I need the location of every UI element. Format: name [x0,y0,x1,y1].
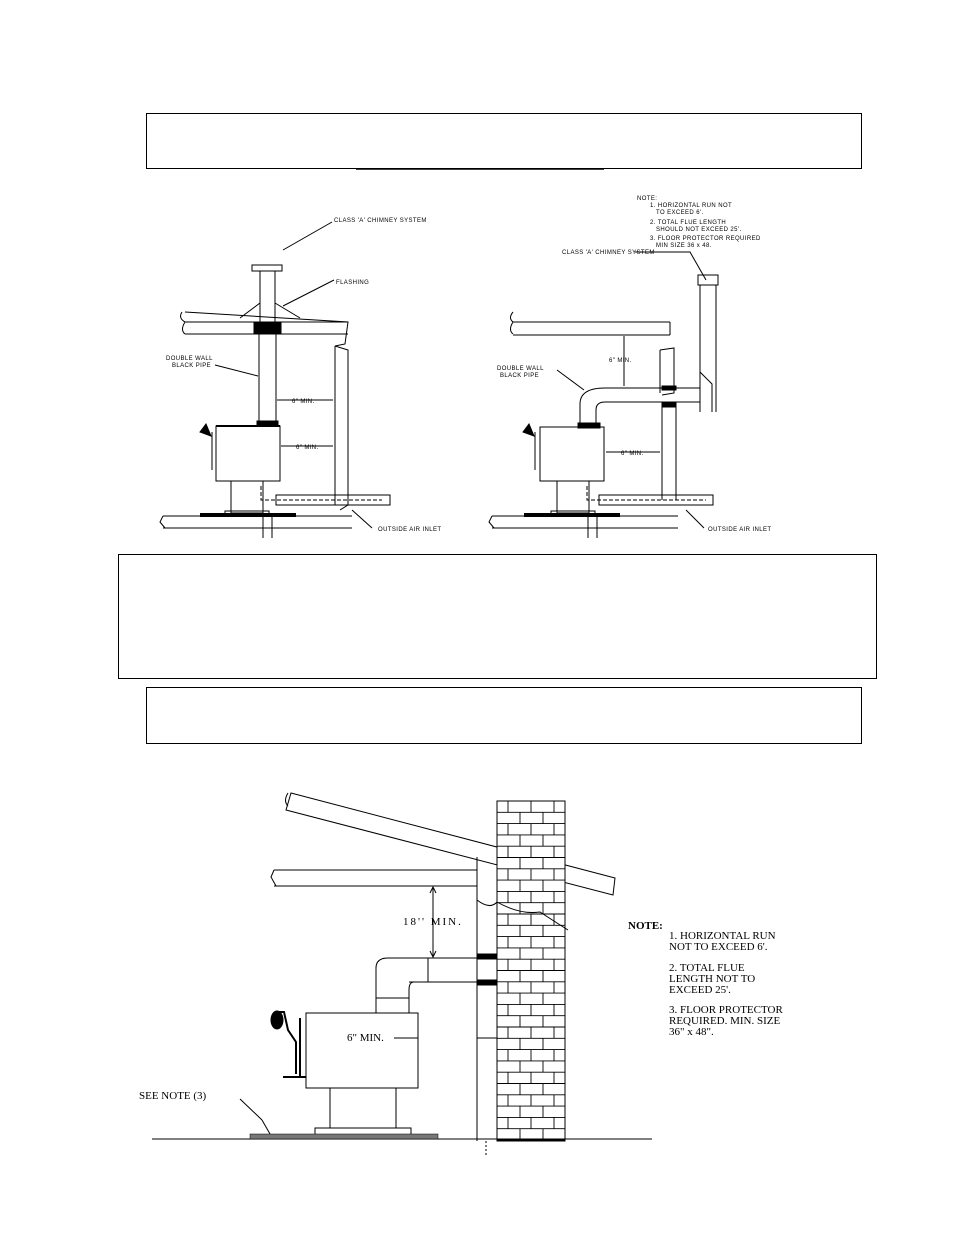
brick-courses [497,801,565,1141]
inlet-leader [351,509,373,529]
stove-body-b [539,426,605,482]
clearance-side-c: 6" MIN. [347,1032,384,1044]
outside-air-label-b: OUTSIDE AIR INLET [708,527,771,533]
stove-knob [199,423,212,437]
note-1-line1-b: 1. HORIZONTAL RUN NOT [650,203,732,209]
note-3-line2-b: MIN SIZE 36 x 48. [656,243,712,249]
floor-protector [200,513,296,517]
flashing [239,302,301,319]
note-2-line1-b: 2. TOTAL FLUE LENGTH [650,220,726,226]
note-2-line2-c: LENGTH NOT TO [669,973,755,985]
diagram-a-labels: CLASS 'A' CHIMNEY SYSTEM FLASHING DOUBLE… [166,218,441,533]
wall [334,345,349,511]
flashing-label: FLASHING [336,280,369,286]
note-heading-b: NOTE: [637,196,657,202]
note-2-line1-c: 2. TOTAL FLUE [669,962,745,974]
note-heading-c: NOTE: [628,920,663,932]
wall-b-upper [659,347,675,396]
see-note-label: SEE NOTE (3) [139,1090,207,1102]
roof [285,792,616,896]
stove-pedestal-b [556,480,590,514]
note-2-line2-b: SHOULD NOT EXCEED 25'. [656,227,742,233]
lower-heading-box [146,687,862,744]
class-a-leader-b [635,251,707,281]
elbow-inner [595,401,606,426]
exterior-chimney-cap [697,274,719,286]
stove-knob-b [522,423,535,437]
diagram-b-labels: NOTE: 1. HORIZONTAL RUN NOT TO EXCEED 6'… [497,196,771,533]
chimney-cap [251,264,283,272]
stove-body [215,425,281,482]
note-2-line3-c: EXCEED 25'. [669,984,731,996]
clearance-top-c: 18'' MIN. [403,916,463,928]
pipe-label-2: BLACK PIPE [172,363,211,369]
stove-knob-c [270,1010,284,1030]
elbow-outer-c [375,957,409,1013]
diagram-through-ceiling [159,221,391,538]
diagram-masonry-chimney [152,792,652,1155]
class-a-label-b: CLASS 'A' CHIMNEY SYSTEM [562,250,655,256]
note-1-line1-c: 1. HORIZONTAL RUN [669,930,776,942]
pipe-leader [214,364,259,377]
elbow-outer [579,387,606,426]
ceiling-break-c [270,869,277,887]
ceiling-break-b [510,311,514,335]
diagram-c-labels: 18'' MIN. 6" MIN. SEE NOTE (3) NOTE: 1. … [139,916,783,1102]
thimble-bottom [476,979,498,986]
pipe-label-1: DOUBLE WALL [166,356,213,362]
pipe-label-2-b: BLACK PIPE [500,373,539,379]
note-1-line2-b: TO EXCEED 6'. [656,210,704,216]
stove-pedestal-c [329,1087,397,1130]
air-duct [275,494,391,506]
stove-pedestal [230,480,264,514]
note-3-line3-c: 36" x 48". [669,1026,714,1038]
note-3-line1-b: 3. FLOOR PROTECTOR REQUIRED [650,236,761,242]
top-heading-box [146,113,862,169]
ceiling-firestop [253,321,282,335]
clearance-lower: 6" MIN. [296,445,319,451]
thimble-top [476,953,498,960]
stove-handle-c [276,1011,297,1074]
flashing-leader [282,279,335,307]
elbow-inner-c [408,981,415,1013]
class-a-leader [282,221,333,251]
wall-break [476,899,569,931]
pipe-leader-b [556,369,585,391]
air-duct-b [598,494,714,506]
roof-break [285,792,289,807]
class-a-label: CLASS 'A' CHIMNEY SYSTEM [334,218,427,224]
middle-text-box [118,554,877,679]
clearance-horizontal-b: 6" MIN. [621,451,644,457]
note-3-line2-c: REQUIRED. MIN. SIZE [669,1015,780,1027]
see-note-leader [239,1098,263,1121]
note-3-line1-c: 3. FLOOR PROTECTOR [669,1004,783,1016]
floor-protector-c [249,1133,439,1140]
clearance-vertical-b: 6" MIN. [609,358,632,364]
ceiling-break [180,311,186,335]
stove-body-c [305,1012,419,1089]
outside-air-label: OUTSIDE AIR INLET [378,527,441,533]
note-1-line2-c: NOT TO EXCEED 6'. [669,941,768,953]
floor-break [159,515,166,529]
ceiling-top-line [184,311,349,347]
pipe-label-1-b: DOUBLE WALL [497,366,544,372]
clearance-upper: 6" MIN. [292,399,315,405]
diagram-through-wall [488,251,719,538]
air-duct-dashed [260,486,382,501]
